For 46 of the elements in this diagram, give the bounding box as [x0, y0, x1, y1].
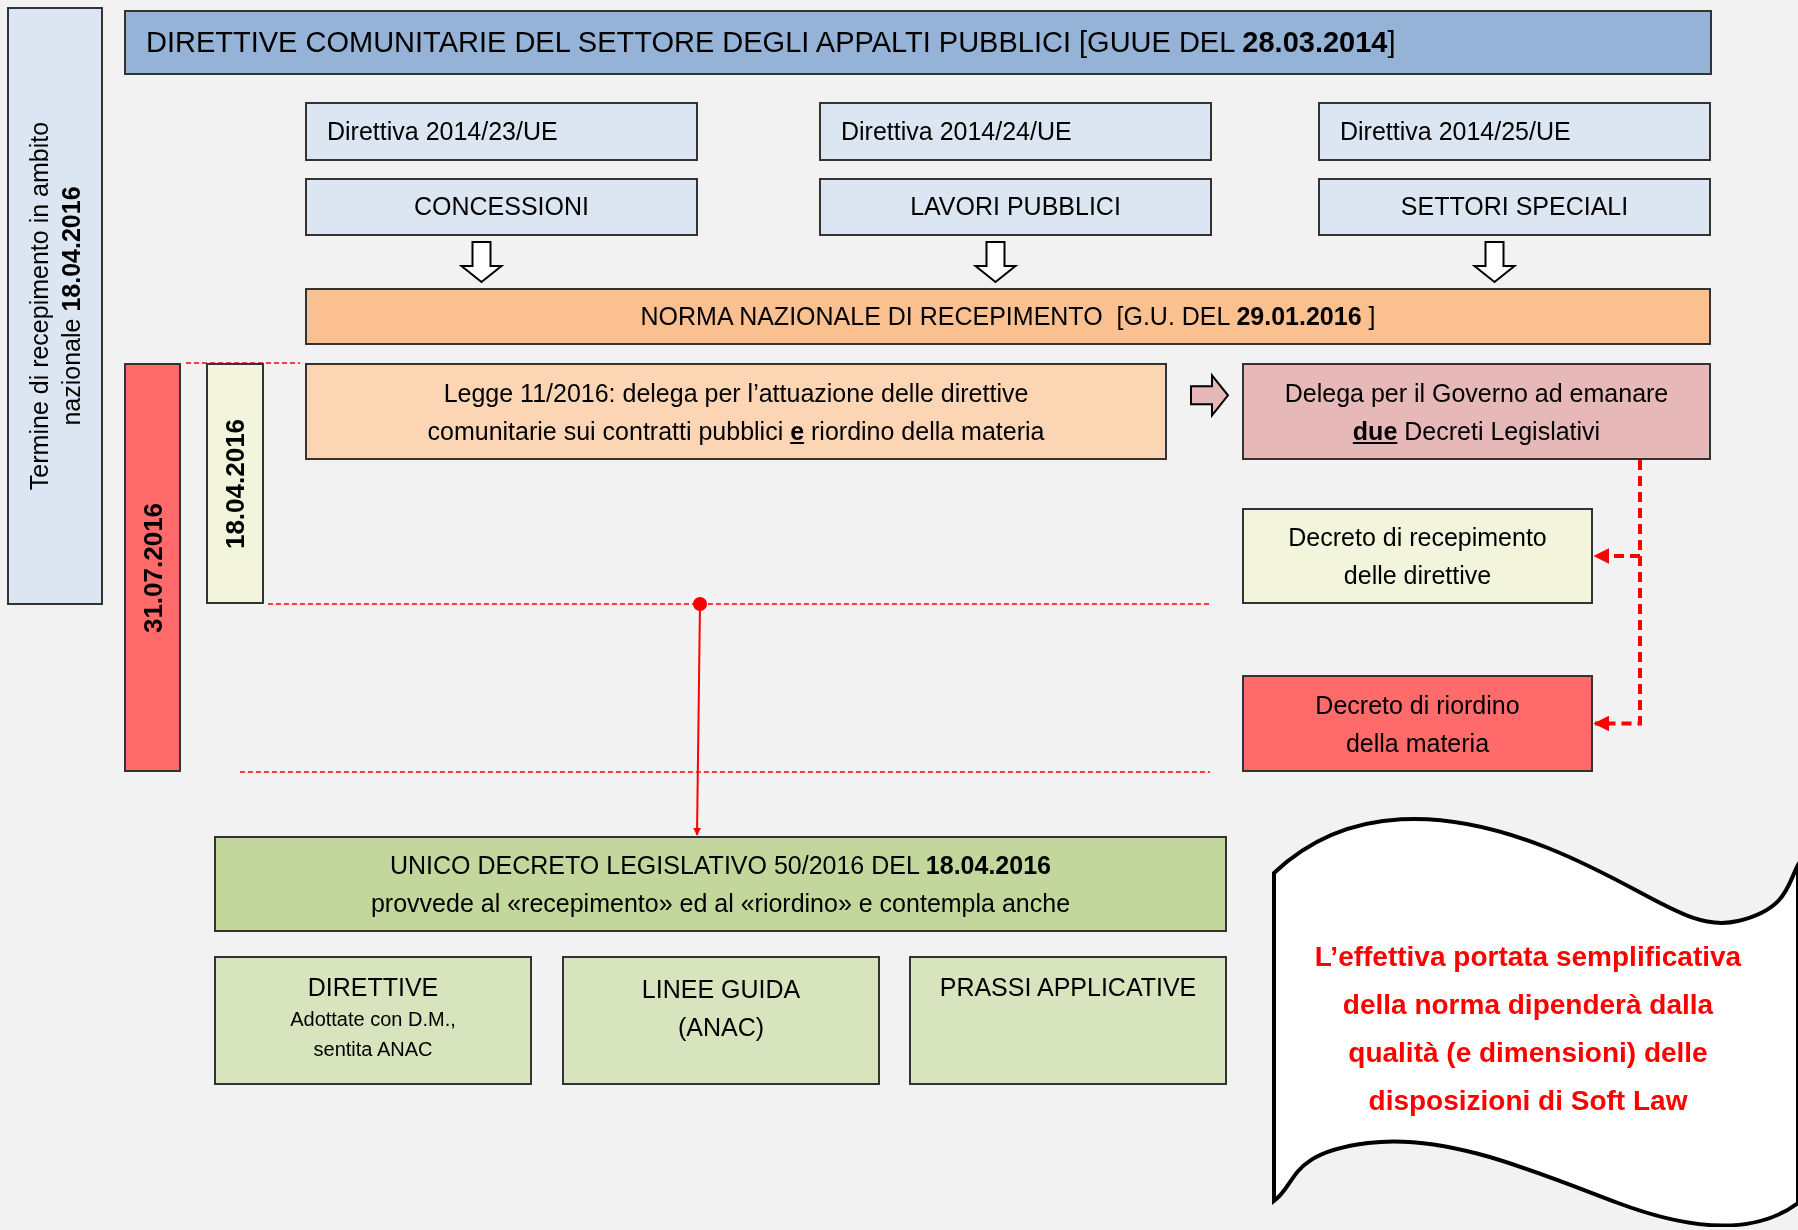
- delegation-box: [1242, 363, 1711, 460]
- soft-law-box: [909, 956, 1227, 1085]
- deadline-bar: [206, 363, 264, 604]
- rotated-label: 31.07.2016: [136, 501, 168, 635]
- timeline-note-box: [7, 7, 103, 605]
- directive-box: [305, 102, 698, 161]
- sector-box: [819, 178, 1212, 236]
- box-label: DIRETTIVE COMUNITARIE DEL SETTORE DEGLI APPALTI PUBBLICI [GUUE DEL 28.03.2014]: [146, 24, 1396, 60]
- box-label: Direttiva 2014/25/UE: [1340, 115, 1571, 147]
- box-label: LAVORI PUBBLICI: [910, 191, 1121, 223]
- soft-law-box: [214, 956, 532, 1085]
- box-label: Delega per il Governo ad emanare due Decreti Legislativi: [1283, 377, 1670, 447]
- box-label: UNICO DECRETO LEGISLATIVO 50/2016 DEL 18.04.2016: [390, 850, 1051, 881]
- sector-box: [305, 178, 698, 236]
- law-box: [305, 363, 1167, 460]
- soft-law-box: [562, 956, 880, 1085]
- deadline-bar: [124, 363, 181, 772]
- block-arrow: [972, 241, 1019, 284]
- sector-box: [1318, 178, 1711, 236]
- box-label: PRASSI APPLICATIVE: [939, 972, 1197, 1003]
- arrow: [693, 597, 707, 836]
- box-label: CONCESSIONI: [414, 191, 589, 223]
- block-arrow: [1190, 372, 1230, 419]
- box-label: Legge 11/2016: delega per l’attuazione delle direttive comunitarie sui contratti pubblici e riordino della materia: [426, 377, 1046, 447]
- block-arrow: [1471, 241, 1518, 284]
- box-subtext: Adottate con D.M., sentita ANAC: [289, 1007, 457, 1062]
- box-label: Direttiva 2014/24/UE: [841, 115, 1072, 147]
- directive-box: [819, 102, 1212, 161]
- decree-box: [1242, 675, 1593, 772]
- title-banner: [124, 10, 1712, 75]
- decree-box: [214, 836, 1227, 932]
- note-text: L’effettiva portata semplificativa della norma dipenderà dalla qualità (e dimensioni) delle disposizioni di Soft Law: [1313, 940, 1743, 1118]
- box-label: NORMA NAZIONALE DI RECEPIMENTO [G.U. DEL 29.01.2016 ]: [640, 300, 1376, 332]
- decree-box: [1242, 508, 1593, 604]
- box-label: LINEE GUIDA (ANAC): [640, 974, 802, 1043]
- box-label: Direttiva 2014/23/UE: [327, 115, 558, 147]
- directive-box: [1318, 102, 1711, 161]
- box-label: Decreto di riordino della materia: [1314, 689, 1521, 759]
- box-label: SETTORI SPECIALI: [1400, 191, 1629, 223]
- box-label: DIRETTIVE: [307, 972, 439, 1003]
- block-arrow: [458, 241, 505, 284]
- rotated-label: 18.04.2016: [218, 417, 251, 551]
- box-subtext: provvede al «recepimento» ed al «riordino» e contempla anche: [370, 888, 1071, 919]
- arrow: [1593, 460, 1642, 732]
- national-law-banner: [305, 288, 1711, 345]
- box-label: Decreto di recepimento delle direttive: [1287, 522, 1548, 591]
